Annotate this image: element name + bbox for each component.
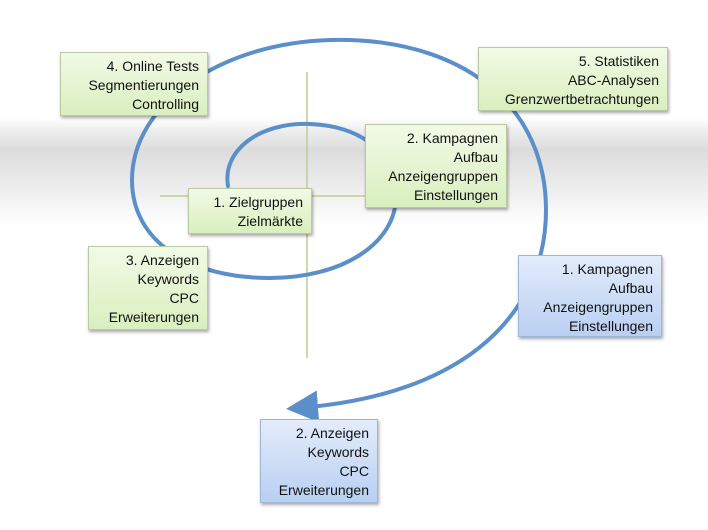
box-line: Keywords bbox=[307, 444, 369, 460]
box-line: 4. Online Tests bbox=[106, 58, 199, 74]
box-line: CPC bbox=[339, 463, 369, 479]
box-line: 2. Anzeigen bbox=[295, 425, 369, 441]
box-line: Segmentierungen bbox=[88, 77, 199, 93]
box-line: 1. Zielgruppen bbox=[213, 194, 303, 210]
box-line: 5. Statistiken bbox=[578, 53, 659, 69]
box-line: 2. Kampagnen bbox=[406, 130, 498, 146]
box-line: Zielmärkte bbox=[237, 213, 303, 229]
box-line: Grenzwertbetrachtungen bbox=[504, 91, 659, 107]
box-line: Einstellungen bbox=[568, 318, 653, 334]
box-line: 3. Anzeigen bbox=[125, 252, 199, 268]
box-line: Controlling bbox=[132, 96, 199, 112]
box-line: Aufbau bbox=[608, 280, 653, 296]
box-line: Anzeigengruppen bbox=[388, 168, 498, 184]
box-line: 1. Kampagnen bbox=[561, 261, 653, 277]
box-line: Erweiterungen bbox=[108, 309, 199, 325]
box-line: CPC bbox=[169, 290, 199, 306]
box-line: Einstellungen bbox=[413, 187, 498, 203]
box-line: ABC-Analysen bbox=[567, 72, 659, 88]
box-line: Keywords bbox=[137, 271, 199, 287]
box-line: Aufbau bbox=[453, 149, 498, 165]
box-line: Anzeigengruppen bbox=[543, 299, 653, 315]
box-line: Erweiterungen bbox=[278, 482, 369, 498]
